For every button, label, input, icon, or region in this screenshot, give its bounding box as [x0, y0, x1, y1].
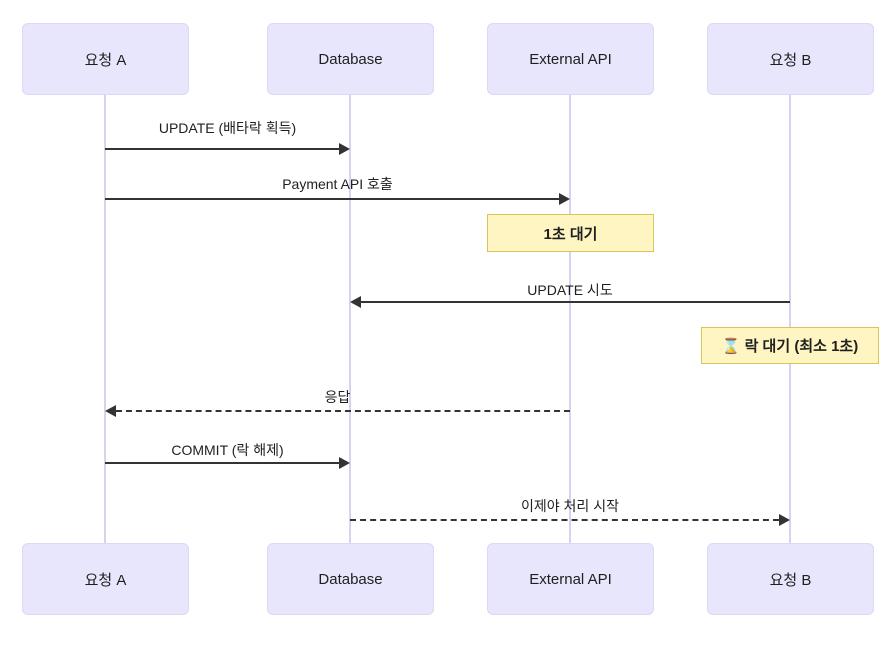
- message-label-m6: 이제야 처리 시작: [521, 498, 619, 514]
- actor-box-bottom-api[interactable]: External API: [487, 543, 654, 615]
- actor-label-bottom-a: 요청 A: [84, 571, 127, 589]
- actor-label-bottom-db: Database: [318, 570, 383, 588]
- lifeline-a: [104, 95, 106, 543]
- message-line-m1: [105, 148, 339, 150]
- arrow-head-m3: [350, 296, 361, 308]
- note-lock-wait: ⌛ 락 대기 (최소 1초): [701, 327, 879, 364]
- message-label-m4: 응답: [324, 389, 351, 405]
- message-line-m6: [350, 519, 779, 521]
- arrow-head-m6: [779, 514, 790, 526]
- actor-box-bottom-b[interactable]: 요청 B: [707, 543, 874, 615]
- lifeline-api: [569, 95, 571, 543]
- actor-label-bottom-b: 요청 B: [769, 571, 812, 589]
- arrow-head-m4: [105, 405, 116, 417]
- actor-box-top-db[interactable]: Database: [267, 23, 434, 95]
- actor-label-b: 요청 B: [769, 51, 812, 69]
- message-line-m3: [361, 301, 790, 303]
- lifeline-db: [349, 95, 351, 543]
- message-line-m5: [105, 462, 339, 464]
- actor-label-db: Database: [318, 50, 383, 68]
- message-label-m2: Payment API 호출: [282, 176, 393, 192]
- note-label-wait-1s: 1초 대기: [543, 225, 598, 243]
- message-line-m4: [116, 410, 570, 412]
- actor-label-a: 요청 A: [84, 51, 127, 69]
- note-label-lock-wait: ⌛ 락 대기 (최소 1초): [721, 338, 859, 355]
- actor-box-top-api[interactable]: External API: [487, 23, 654, 95]
- message-label-m3: UPDATE 시도: [527, 282, 613, 298]
- actor-box-bottom-a[interactable]: 요청 A: [22, 543, 189, 615]
- arrow-head-m1: [339, 143, 350, 155]
- arrow-head-m2: [559, 193, 570, 205]
- lifeline-b: [789, 95, 791, 543]
- actor-box-top-b[interactable]: 요청 B: [707, 23, 874, 95]
- message-line-m2: [105, 198, 559, 200]
- actor-box-bottom-db[interactable]: Database: [267, 543, 434, 615]
- actor-label-api: External API: [529, 50, 612, 68]
- note-wait-1s: 1초 대기: [487, 214, 654, 252]
- arrow-head-m5: [339, 457, 350, 469]
- actor-label-bottom-api: External API: [529, 570, 612, 588]
- actor-box-top-a[interactable]: 요청 A: [22, 23, 189, 95]
- message-label-m5: COMMIT (락 해제): [171, 442, 284, 458]
- message-label-m1: UPDATE (배타락 획득): [158, 120, 297, 136]
